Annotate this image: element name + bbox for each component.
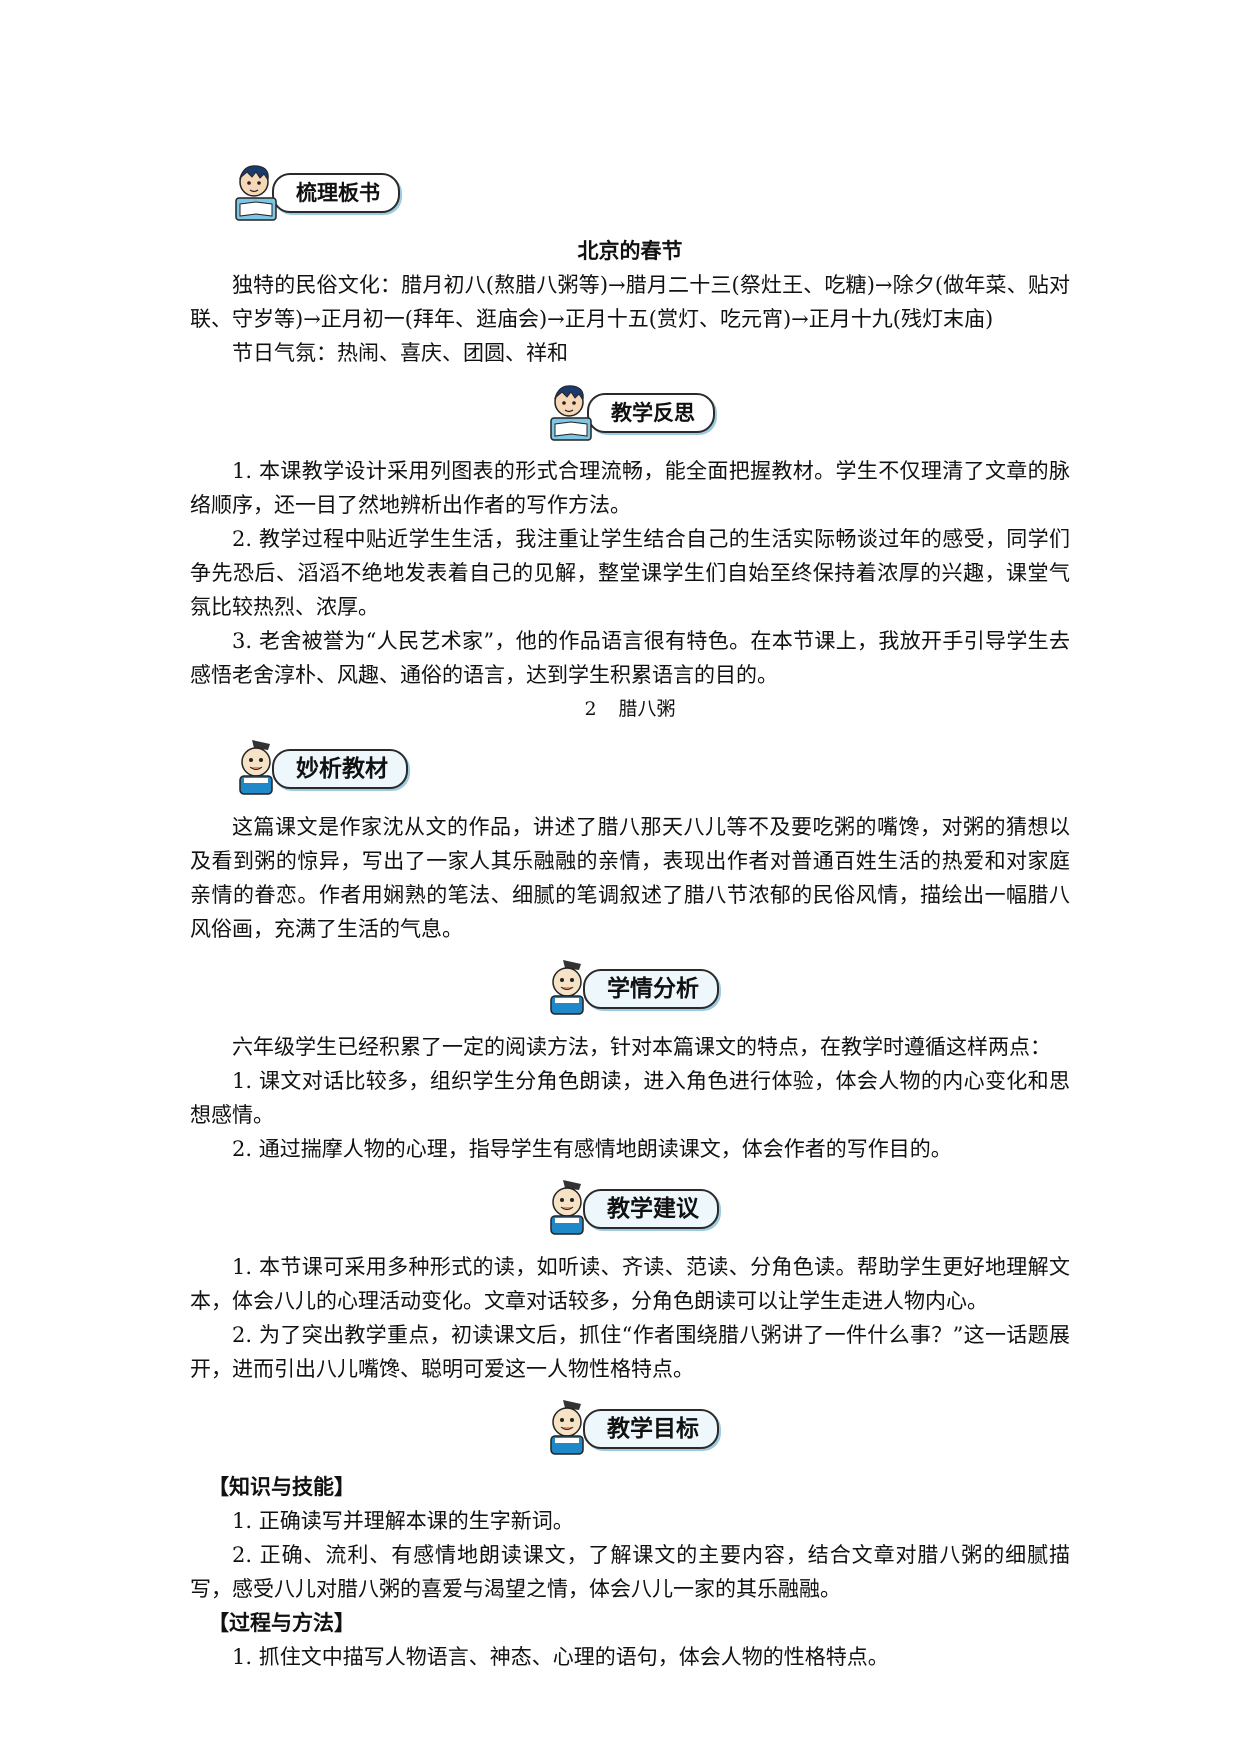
analysis-intro: 六年级学生已经积累了一定的阅读方法，针对本篇课文的特点，在教学时遵循这样两点： <box>232 1035 1051 1059</box>
material-paragraph: 这篇课文是作家沈从文的作品，讲述了腊八那天八儿等不及要吃粥的嘴馋，对粥的猜想以及… <box>190 815 1070 941</box>
cartoon-mascot-icon <box>550 960 584 1015</box>
analysis-item: 1. 课文对话比较多，组织学生分角色朗读，进入角色进行体验，体会人物的内心变化和… <box>190 1069 1070 1127</box>
goal-subheading: 【过程与方法】 <box>208 1611 355 1635</box>
cartoon-mascot-icon <box>550 1180 584 1235</box>
section-badge: 学情分析 <box>541 960 719 1015</box>
reflection-item: 1. 本课教学设计采用列图表的形式合理流畅，能全面把握教材。学生不仅理清了文章的… <box>190 459 1070 517</box>
section-badge: 教学建议 <box>541 1180 719 1235</box>
suggestion-item: 2. 为了突出教学重点，初读课文后，抓住“作者围绕腊八粥讲了一件什么事？”这一话… <box>190 1323 1070 1381</box>
section-badge: 梳理板书 <box>230 165 400 221</box>
board-paragraph: 独特的民俗文化：腊月初八(熬腊八粥等)→腊月二十三(祭灶王、吃糖)→除夕(做年菜… <box>190 273 1070 331</box>
section-header-material: 妙析教材 <box>190 734 1070 804</box>
lesson-number: 2 <box>584 698 597 720</box>
student-reading-icon <box>550 385 592 441</box>
section-heading: 教学目标 <box>583 1409 719 1449</box>
cartoon-mascot-icon <box>239 740 273 795</box>
section-heading: 梳理板书 <box>272 173 400 213</box>
section-header-analysis: 学情分析 <box>190 954 1070 1024</box>
board-paragraph: 节日气氛：热闹、喜庆、团圆、祥和 <box>232 341 568 365</box>
section-heading: 学情分析 <box>583 969 719 1009</box>
suggestion-item: 1. 本节课可采用多种形式的读，如听读、齐读、范读、分角色读。帮助学生更好地理解… <box>190 1255 1070 1313</box>
board-title: 北京的春节 <box>577 239 683 263</box>
goal-item: 2. 正确、流利、有感情地朗读课文，了解课文的主要内容，结合文章对腊八粥的细腻描… <box>190 1543 1070 1601</box>
document-page: 梳理板书 北京的春节 独特的民俗文化：腊月初八(熬腊八粥等)→腊月二十三(祭灶王… <box>190 150 1070 1674</box>
section-badge: 教学目标 <box>541 1400 719 1455</box>
section-header-board: 梳理板书 <box>190 158 1070 228</box>
goal-item: 1. 抓住文中描写人物语言、神态、心理的语句，体会人物的性格特点。 <box>232 1645 889 1669</box>
student-reading-icon <box>235 165 277 221</box>
section-heading: 教学反思 <box>587 393 715 433</box>
reflection-item: 2. 教学过程中贴近学生生活，我注重让学生结合自己的生活实际畅谈过年的感受，同学… <box>190 527 1070 619</box>
section-heading: 妙析教材 <box>272 749 408 789</box>
section-header-suggestion: 教学建议 <box>190 1174 1070 1244</box>
goal-subheading: 【知识与技能】 <box>208 1475 355 1499</box>
analysis-item: 2. 通过揣摩人物的心理，指导学生有感情地朗读课文，体会作者的写作目的。 <box>232 1137 952 1161</box>
section-heading: 教学建议 <box>583 1189 719 1229</box>
lesson-name: 腊八粥 <box>618 698 676 720</box>
cartoon-mascot-icon <box>550 1400 584 1455</box>
reflection-item: 3. 老舍被誉为“人民艺术家”，他的作品语言很有特色。在本节课上，我放开手引导学… <box>190 629 1070 687</box>
section-badge: 教学反思 <box>545 385 715 441</box>
section-header-reflection: 教学反思 <box>190 378 1070 448</box>
section-badge: 妙析教材 <box>230 740 408 795</box>
section-header-goals: 教学目标 <box>190 1394 1070 1464</box>
goal-item: 1. 正确读写并理解本课的生字新词。 <box>232 1509 574 1533</box>
lesson-title: 2 腊八粥 <box>190 694 1070 724</box>
